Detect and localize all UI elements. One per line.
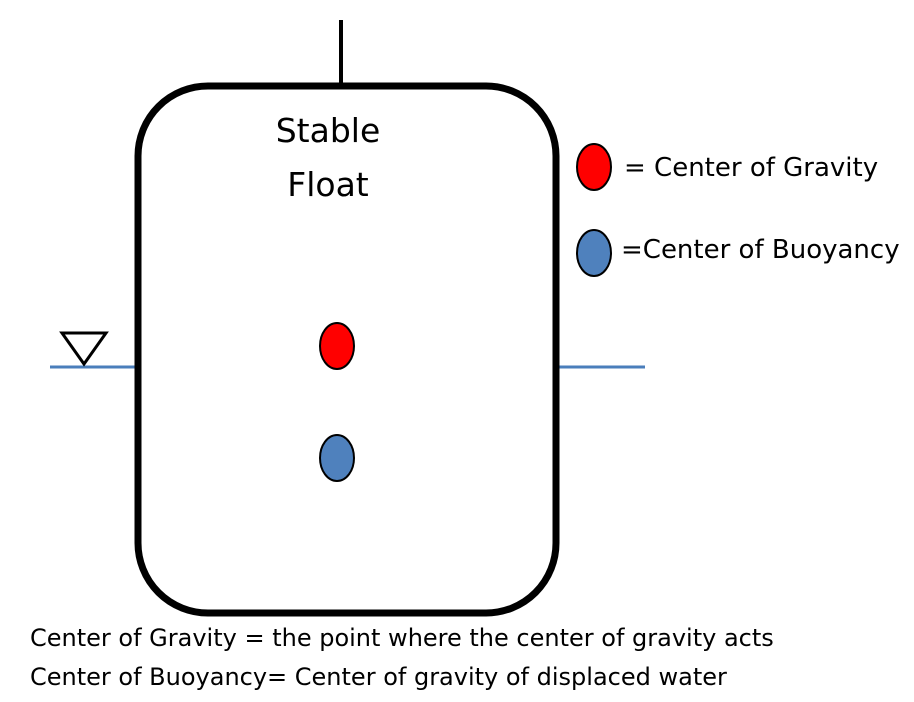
- legend-gravity-swatch: [576, 143, 612, 191]
- definition-term: Center of Buoyancy: [30, 663, 268, 691]
- center-of-gravity-dot: [319, 322, 355, 370]
- definition-center-of-buoyancy: Center of Buoyancy= Center of gravity of…: [30, 663, 727, 691]
- center-of-buoyancy-dot: [319, 434, 355, 482]
- water-level-triangle-icon: [59, 331, 109, 367]
- definition-center-of-gravity: Center of Gravity = the point where the …: [30, 624, 774, 652]
- definition-term: Center of Gravity: [30, 624, 237, 652]
- definition-text: = Center of gravity of displaced water: [267, 663, 727, 691]
- definition-text: = the point where the center of gravity …: [244, 624, 774, 652]
- legend-buoyancy-label: =Center of Buoyancy: [621, 235, 900, 265]
- legend-gravity-label: = Center of Gravity: [624, 153, 879, 183]
- float-title-line-2: Float: [287, 165, 369, 204]
- legend-buoyancy-swatch: [576, 229, 612, 277]
- float-title-line-1: Stable: [275, 111, 381, 150]
